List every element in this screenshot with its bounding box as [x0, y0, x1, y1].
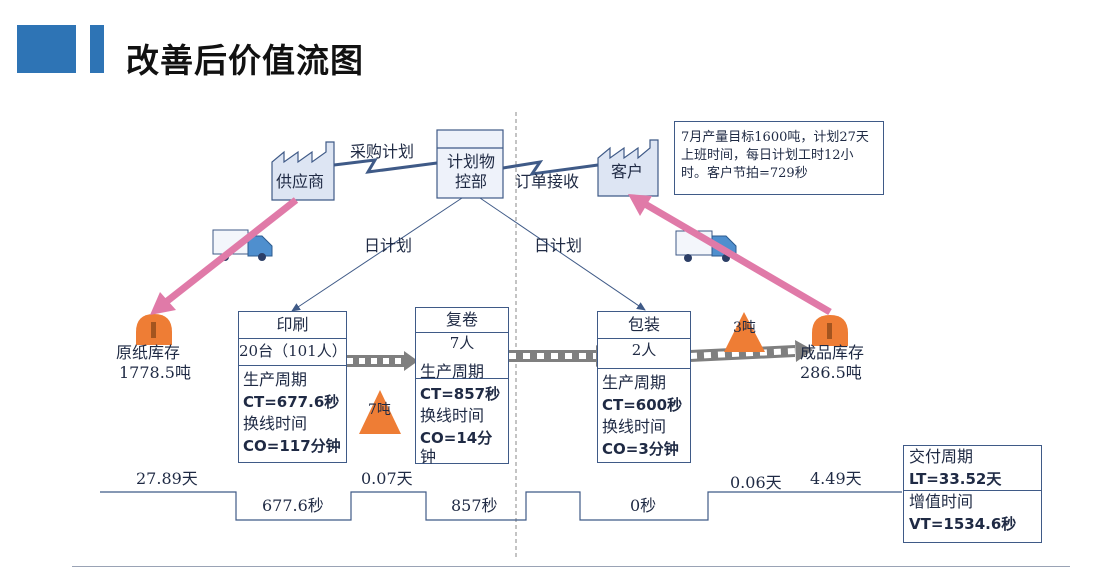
value-added-label: 增值时间 — [904, 490, 1041, 513]
process-name: 复卷 — [416, 308, 508, 333]
daily-plan-arrow-right — [479, 197, 646, 311]
process-name: 包装 — [598, 312, 690, 339]
process-box-packaging: 包装 2人 生产周期 CT=600秒 换线时间 CO=3分钟 — [597, 311, 691, 463]
process-time-2: 857秒 — [451, 496, 498, 515]
customer-shipment-arrow — [628, 194, 832, 316]
control-label: 计划物控部 — [446, 152, 495, 191]
process-staff: 20台（101人） — [239, 338, 347, 366]
supplier-label: 供应商 — [276, 172, 325, 191]
footer-rule — [72, 566, 1070, 567]
process-box-rewinding: 复卷 7人 生产周期 CT=857秒 换线时间 CO=14分 钟 — [415, 307, 509, 466]
process-staff: 2人 — [598, 338, 690, 369]
supplier-shipment-arrow — [150, 197, 299, 315]
page-title: 改善后价值流图 — [126, 41, 364, 80]
push-arrow-3 — [689, 340, 813, 362]
title-accent-bar — [90, 25, 104, 73]
process-box-printing: 印刷 20台（101人） 生产周期 CT=677.6秒 换线时间 CO=117分… — [238, 311, 347, 463]
process-data: 生产周期 CT=600秒 换线时间 CO=3分钟 — [602, 373, 683, 458]
push-arrow-1 — [347, 351, 418, 371]
supplier-factory-icon — [271, 141, 335, 201]
process-name: 印刷 — [239, 312, 346, 339]
process-time-3: 0秒 — [630, 496, 657, 515]
production-control-box — [436, 129, 504, 199]
wip-qty-2: 3吨 — [733, 320, 756, 336]
lead-time-label: 交付周期 — [909, 447, 974, 466]
customer-factory-icon — [597, 139, 659, 197]
time-ladder — [100, 491, 902, 521]
raw-inventory-icon — [136, 314, 172, 345]
wait-time-2: 0.07天 — [361, 469, 413, 488]
customer-demand-box: 7月产量目标1600吨，计划27天上班时间，每日计划工时12小时。客户节拍=72… — [674, 121, 884, 195]
wip-triangle-2 — [724, 312, 765, 352]
order-signal — [502, 159, 599, 176]
value-added-value: VT=1534.6秒 — [909, 515, 1017, 533]
summary-box: 交付周期 LT=33.52天 增值时间 VT=1534.6秒 — [903, 445, 1042, 543]
daily-plan-label-right: 日计划 — [534, 236, 583, 255]
daily-plan-arrow-left — [291, 197, 463, 312]
process-time-1: 677.6秒 — [262, 496, 324, 515]
purchase-plan-label: 采购计划 — [350, 142, 415, 161]
wait-time-3: 0.06天 — [730, 473, 782, 492]
process-data: 生产周期 CT=857秒 换线时间 CO=14分 钟 — [420, 362, 501, 466]
wait-time-1: 27.89天 — [136, 469, 198, 488]
customer-label: 客户 — [611, 162, 644, 181]
process-staff: 7人 — [449, 334, 475, 352]
wip-qty-1: 7吨 — [368, 402, 391, 418]
lead-time-value: LT=33.52天 — [909, 470, 1002, 488]
wait-time-4: 4.49天 — [810, 469, 862, 488]
daily-plan-label-left: 日计划 — [364, 236, 413, 255]
finished-inventory-icon — [812, 315, 848, 346]
title-accent-block — [17, 25, 76, 73]
order-receive-label: 订单接收 — [515, 172, 580, 191]
wip-triangle-1 — [359, 390, 401, 434]
purchase-plan-signal — [333, 158, 438, 174]
process-data: 生产周期 CT=677.6秒 换线时间 CO=117分钟 — [243, 370, 341, 455]
